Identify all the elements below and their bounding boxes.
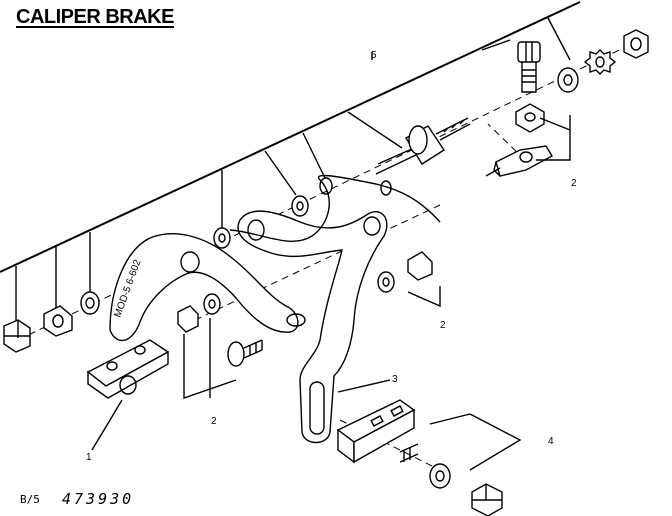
callout-leaders bbox=[91, 52, 571, 471]
document-code: B/5 bbox=[20, 493, 40, 506]
hex-nut-left bbox=[3, 319, 31, 353]
adjuster-barrel bbox=[375, 117, 471, 175]
rear-washer-and-nut bbox=[429, 463, 503, 516]
callout-2c: 2 bbox=[211, 416, 217, 427]
square-nut-left bbox=[43, 305, 73, 337]
axis-washers bbox=[203, 195, 395, 315]
rear-caliper-arm bbox=[237, 210, 388, 444]
callout-4: 4 bbox=[548, 436, 554, 447]
leader-lines bbox=[15, 17, 571, 325]
short-bolt bbox=[227, 339, 263, 367]
washer-left bbox=[80, 291, 100, 315]
small-nuts bbox=[177, 251, 433, 333]
callout-2a: 2 bbox=[571, 178, 577, 189]
top-right-hardware bbox=[557, 29, 649, 93]
brake-cable bbox=[229, 174, 441, 242]
brake-shoe-left bbox=[86, 339, 170, 399]
callout-1: 1 bbox=[86, 452, 92, 463]
callout-3: 3 bbox=[392, 374, 398, 385]
assembly-baseline bbox=[0, 1, 581, 273]
brake-shoe-right bbox=[336, 399, 419, 464]
callout-5: 5 bbox=[371, 50, 377, 61]
document-number: 473930 bbox=[62, 490, 135, 508]
page-title: CALIPER BRAKE bbox=[16, 6, 174, 28]
top-bolt bbox=[517, 41, 541, 93]
callout-2b: 2 bbox=[440, 320, 446, 331]
top-square-nut bbox=[515, 103, 545, 133]
cable-anchor bbox=[485, 145, 553, 177]
